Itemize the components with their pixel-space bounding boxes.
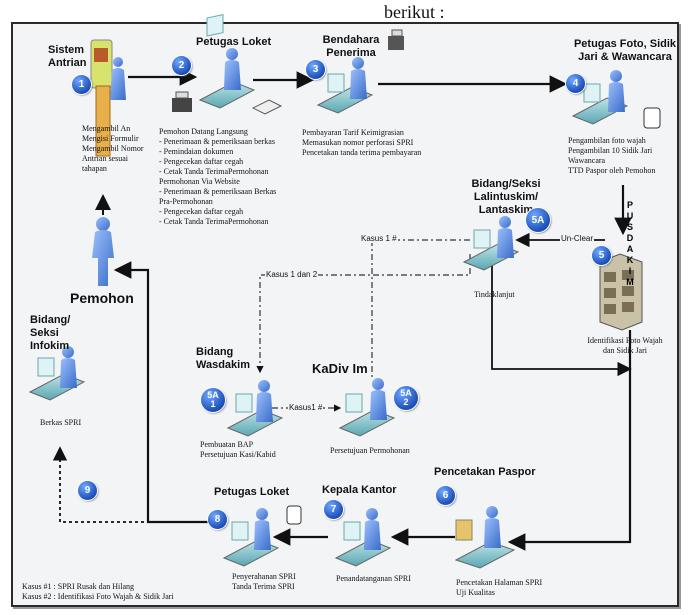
- figure-pemohon-standing: [92, 217, 114, 286]
- step-badge-5a: 5A: [526, 208, 550, 232]
- step-badge-2: 2: [172, 56, 191, 75]
- step-badge-9: 9: [78, 481, 97, 500]
- arrow-kasus1-top: [371, 239, 470, 378]
- edge-label-unclear: Un-Clear: [560, 234, 595, 243]
- figure-loket-2: [198, 13, 256, 109]
- figure-infokim: [28, 346, 86, 401]
- figure-antrian-kiosk: [90, 39, 126, 157]
- step-badge-5: 5: [592, 246, 611, 265]
- notes-infokim: Berkas SPRI: [40, 418, 82, 427]
- step-badge-3: 3: [306, 60, 325, 79]
- step-badge-6: 6: [436, 486, 455, 505]
- figure-bendahara: [316, 29, 404, 114]
- title-pencetakan-paspor: Pencetakan Paspor: [434, 466, 536, 478]
- figure-petugas-foto: [571, 70, 661, 129]
- edge-label-kasus1dan2: Kasus 1 dan 2: [265, 270, 319, 279]
- figure-wasdakim: [226, 380, 284, 437]
- arrow-8-pemohon: [113, 261, 215, 524]
- edge-label-kasus1-mid: Kasus1 #: [288, 403, 324, 412]
- figure-pencetakan: [454, 506, 516, 569]
- figure-pusdakim-server: [599, 253, 643, 331]
- arrow-5-6: [507, 330, 632, 551]
- arrow-9-infokim: [52, 446, 210, 523]
- title-pemohon: Pemohon: [70, 290, 134, 306]
- notes-kepala-kantor: Penandatanganan SPRI: [336, 574, 411, 583]
- step-badge-4: 4: [566, 74, 585, 93]
- edge-label-kasus1-top: Kasus 1 #: [360, 234, 398, 243]
- figure-printer-2: [172, 91, 192, 112]
- figure-loket-8: [222, 505, 302, 567]
- step-badge-1: 1: [72, 75, 91, 94]
- figure-scanner-2: [251, 99, 283, 115]
- title-kepala-kantor: Kepala Kantor: [322, 484, 397, 496]
- notes-kadiv: Persetujuan Permohonan: [330, 446, 410, 455]
- figure-kepala-kantor: [334, 508, 392, 567]
- step-badge-8: 8: [208, 510, 227, 529]
- arrow-5a-6: [491, 260, 632, 377]
- figure-kadiv: [338, 378, 396, 437]
- title-kadiv: KaDiv Im: [312, 361, 368, 376]
- notes-lalintuskim: Tindaklanjut: [474, 290, 515, 299]
- notes-petugas-loket-2: Pemohon Datang Langsung- Penerimaan & pe…: [159, 127, 277, 226]
- diagram-frame: [11, 22, 679, 607]
- header-text: berikut :: [384, 2, 445, 22]
- figure-lalintuskim: [462, 216, 520, 271]
- title-petugas-loket-8: Petugas Loket: [214, 486, 290, 498]
- title-petugas-loket-2: Petugas Loket: [196, 36, 272, 48]
- step-badge-7: 7: [324, 500, 343, 519]
